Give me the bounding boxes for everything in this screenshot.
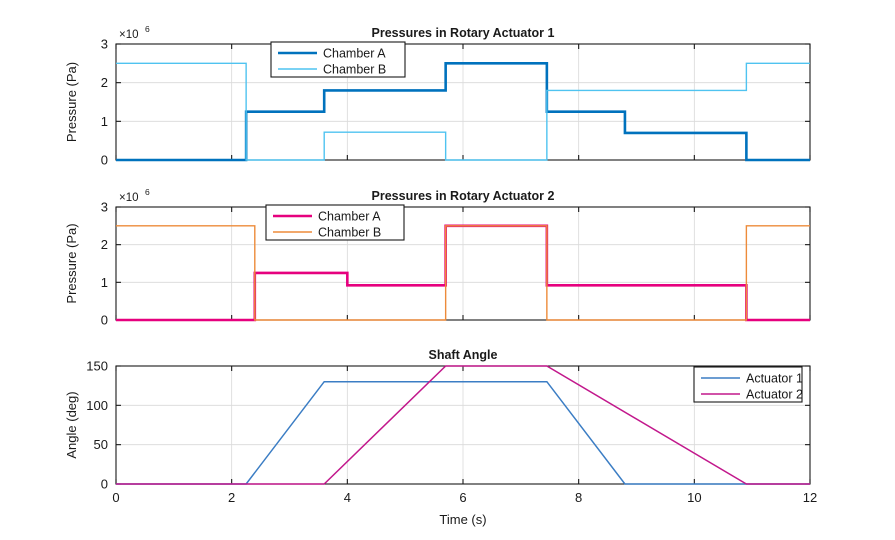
legend-label: Chamber B bbox=[323, 63, 386, 77]
y-exponent-label: ×10 bbox=[119, 29, 139, 41]
y-exponent-label: ×10 bbox=[119, 192, 139, 204]
y-exponent-power: 6 bbox=[145, 24, 150, 34]
y-tick-label: 0 bbox=[101, 313, 108, 328]
x-axis-label: Time (s) bbox=[439, 512, 486, 527]
y-tick-label: 2 bbox=[101, 75, 108, 90]
y-tick-label: 100 bbox=[86, 398, 108, 413]
x-tick-label: 10 bbox=[687, 490, 701, 505]
legend-label: Chamber B bbox=[318, 226, 381, 240]
series-line-chamber-b bbox=[116, 225, 810, 321]
legend-label: Actuator 2 bbox=[746, 388, 803, 402]
axes-title: Pressures in Rotary Actuator 1 bbox=[372, 26, 555, 40]
series-line-chamber-a bbox=[116, 62, 810, 162]
x-tick-label: 8 bbox=[575, 490, 582, 505]
y-tick-label: 2 bbox=[101, 237, 108, 252]
x-tick-label: 12 bbox=[803, 490, 817, 505]
x-tick-label: 2 bbox=[228, 490, 235, 505]
y-tick-label: 0 bbox=[101, 153, 108, 168]
y-axis-label: Angle (deg) bbox=[64, 391, 79, 458]
y-tick-label: 1 bbox=[101, 114, 108, 129]
y-tick-label: 3 bbox=[101, 200, 108, 215]
x-tick-label: 6 bbox=[459, 490, 466, 505]
y-tick-label: 0 bbox=[101, 477, 108, 492]
y-axis-label: Pressure (Pa) bbox=[64, 62, 79, 142]
series-line-chamber-b bbox=[116, 62, 810, 161]
legend-label: Actuator 1 bbox=[746, 372, 803, 386]
y-tick-label: 3 bbox=[101, 37, 108, 52]
y-exponent-power: 6 bbox=[145, 187, 150, 197]
legend-box bbox=[693, 366, 803, 403]
legend-rotary-actuator-1[interactable]: Chamber A Chamber B bbox=[270, 41, 406, 78]
y-axis-label: Pressure (Pa) bbox=[64, 223, 79, 303]
legend-rotary-actuator-2[interactable]: Chamber A Chamber B bbox=[265, 204, 405, 241]
series-line-actuator-2 bbox=[116, 365, 810, 485]
x-tick-label: 4 bbox=[344, 490, 351, 505]
legend-box bbox=[265, 204, 405, 241]
legend-box bbox=[270, 41, 406, 78]
y-tick-label: 150 bbox=[86, 359, 108, 374]
legend-label: Chamber A bbox=[323, 47, 386, 61]
legend-label: Chamber A bbox=[318, 210, 381, 224]
axes-title: Shaft Angle bbox=[429, 348, 498, 362]
axes-title: Pressures in Rotary Actuator 2 bbox=[372, 189, 555, 203]
legend-shaft-angle[interactable]: Actuator 1 Actuator 2 bbox=[693, 366, 803, 403]
x-tick-label: 0 bbox=[112, 490, 119, 505]
y-tick-label: 50 bbox=[94, 437, 108, 452]
y-tick-label: 1 bbox=[101, 275, 108, 290]
